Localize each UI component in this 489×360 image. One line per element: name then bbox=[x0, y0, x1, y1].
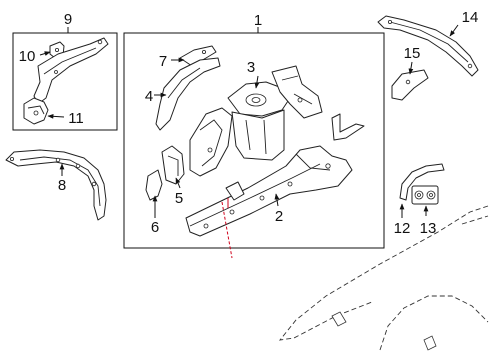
callout-13: 13 bbox=[420, 220, 437, 237]
callout-11: 11 bbox=[68, 110, 84, 127]
callout-10: 10 bbox=[19, 48, 36, 65]
part-3-shock-tower bbox=[227, 81, 291, 161]
leader-10 bbox=[39, 51, 51, 56]
part-small-bracket-right bbox=[331, 113, 365, 141]
part-8-apron-reinforcement bbox=[5, 149, 107, 221]
callout-4: 4 bbox=[145, 88, 153, 105]
part-6-plate bbox=[145, 169, 163, 201]
callout-3: 3 bbox=[247, 59, 255, 76]
callout-7: 7 bbox=[159, 53, 167, 70]
callout-15: 15 bbox=[404, 45, 421, 62]
leader-3 bbox=[254, 75, 260, 89]
callout-5: 5 bbox=[175, 190, 183, 207]
part-wheelhouse-apron bbox=[189, 107, 233, 177]
part-13-clips bbox=[411, 185, 439, 205]
callout-1: 1 bbox=[254, 12, 262, 29]
part-5-gusset bbox=[161, 145, 185, 185]
callout-12: 12 bbox=[394, 220, 411, 237]
callout-8: 8 bbox=[58, 177, 66, 194]
leader-5 bbox=[175, 177, 181, 189]
part-tower-rear-panel bbox=[271, 65, 323, 119]
part-11-mount bbox=[23, 97, 49, 125]
part-9-rail-extension bbox=[33, 37, 109, 105]
part-14-radiator-support bbox=[377, 15, 479, 77]
section-cut-line bbox=[221, 198, 233, 259]
part-12-strap bbox=[399, 163, 445, 201]
fender-outline bbox=[278, 205, 489, 351]
leader-14 bbox=[449, 24, 459, 37]
leader-2 bbox=[274, 193, 280, 207]
callout-9: 9 bbox=[64, 11, 72, 28]
part-4-upper-rail bbox=[155, 57, 221, 131]
leader-15 bbox=[408, 61, 414, 75]
part-15-bracket bbox=[391, 69, 429, 101]
part-2-side-member bbox=[185, 145, 353, 237]
leader-11 bbox=[47, 113, 65, 119]
callout-14: 14 bbox=[462, 9, 479, 26]
callout-2: 2 bbox=[275, 208, 283, 225]
callout-6: 6 bbox=[151, 219, 159, 236]
assembly-box-1 bbox=[123, 32, 385, 249]
assembly-box-9 bbox=[12, 32, 118, 131]
